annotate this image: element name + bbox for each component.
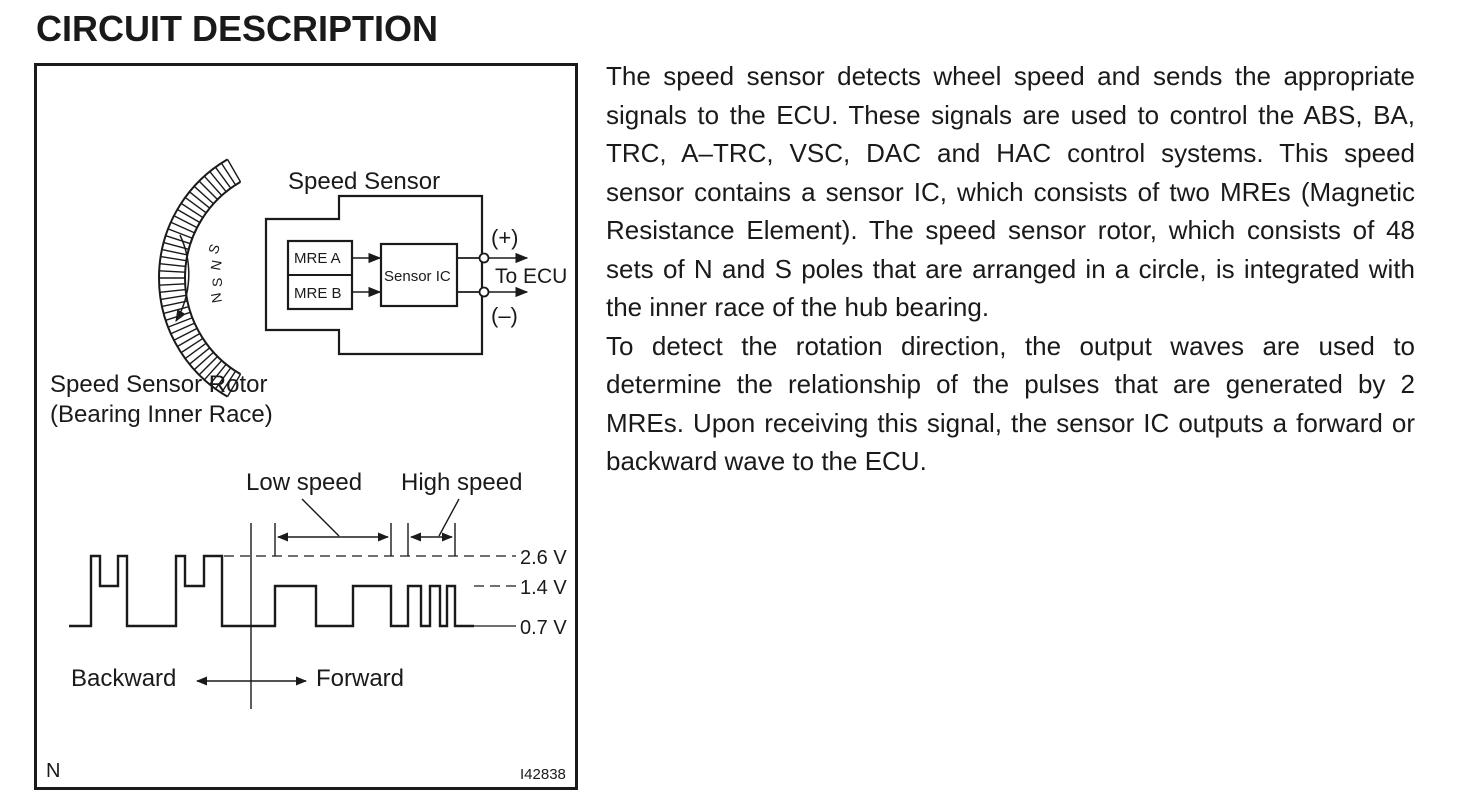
- rotor-tick: [173, 215, 198, 229]
- voltage-high-label: 2.6 V: [520, 547, 567, 569]
- rotor-tick: [226, 373, 242, 397]
- rotor-tick: [165, 234, 191, 245]
- rotor-pole-n2: N: [207, 292, 225, 305]
- rotor-pole-s2: S: [209, 278, 225, 287]
- rotor-tick: [184, 196, 207, 214]
- rotor-tick: [198, 355, 219, 376]
- high-speed-label: High speed: [401, 469, 522, 496]
- rotor-tick: [180, 202, 204, 219]
- minus-label: (–): [491, 303, 518, 328]
- rotor-tick: [189, 191, 211, 209]
- rotor-tick: [180, 337, 204, 354]
- mre-b-label: MRE B: [294, 285, 342, 302]
- rotor-tick: [177, 208, 201, 224]
- rotor-tick: [160, 255, 187, 262]
- rotor-tick: [177, 332, 201, 348]
- speed-sensor-rotor: S N S N: [158, 158, 242, 398]
- rotor-tick: [193, 185, 214, 205]
- sensor-ic-label: Sensor IC: [384, 268, 451, 285]
- rotor-tick: [203, 175, 223, 196]
- sensor-ic-block: [379, 242, 459, 308]
- rotor-tick: [220, 370, 237, 394]
- mre-a-label: MRE A: [294, 250, 341, 267]
- description-paragraph-1: The speed sensor detects wheel speed and…: [606, 61, 1415, 322]
- rotor-pole-n1: N: [207, 259, 225, 272]
- terminal-minus: [478, 286, 490, 298]
- rotor-tick: [214, 166, 232, 189]
- rotor-label-line2: (Bearing Inner Race): [50, 401, 273, 428]
- rotor-tick: [209, 363, 227, 385]
- rotation-arrow-icon: [175, 234, 190, 323]
- rotor-tick: [159, 283, 186, 286]
- speed-sensor-housing: [264, 194, 484, 356]
- rotor-tick: [209, 171, 227, 193]
- to-ecu-label: To ECU: [495, 265, 567, 288]
- rotor-tick: [173, 327, 198, 341]
- circuit-figure: S N S N Speed Sensor Rotor (Bearing Inne…: [34, 63, 578, 790]
- rotor-tick: [159, 288, 186, 294]
- rotor-tick: [167, 228, 193, 239]
- rotor-tick: [198, 180, 219, 201]
- forward-label: Forward: [316, 665, 404, 692]
- figure-id: I42838: [520, 766, 566, 783]
- speed-sensor-label: Speed Sensor: [288, 168, 440, 195]
- plus-label: (+): [491, 225, 519, 250]
- rotor-tick: [163, 306, 189, 315]
- output-waveform: [69, 554, 474, 628]
- rotor-tick: [161, 248, 188, 256]
- low-speed-pointer: [301, 498, 340, 537]
- rotor-tick: [159, 262, 186, 268]
- rotor-tick: [189, 347, 211, 365]
- rotor-tick: [184, 342, 207, 360]
- circuit-diagram: S N S N Speed Sensor Rotor (Bearing Inne…: [34, 63, 578, 790]
- terminal-plus: [478, 252, 490, 264]
- high-speed-pointer: [438, 498, 460, 537]
- rotor-tick: [159, 270, 186, 273]
- rotor-label-line1: Speed Sensor Rotor: [50, 371, 267, 398]
- voltage-low-label: 0.7 V: [520, 617, 567, 639]
- backward-label: Backward: [71, 665, 176, 692]
- figure-frame: [34, 63, 578, 790]
- rotor-tick: [226, 159, 242, 183]
- rotor-tick: [170, 322, 195, 335]
- rotor-tick: [167, 317, 193, 328]
- voltage-mid-label: 1.4 V: [520, 577, 567, 599]
- rotor-tick: [170, 221, 195, 234]
- rotor-pole-s1: S: [205, 242, 223, 256]
- rotor-tick: [160, 294, 187, 301]
- rotor-tick: [220, 162, 237, 186]
- corner-code: N: [46, 760, 60, 782]
- circuit-description-text: The speed sensor detects wheel speed and…: [606, 57, 1415, 481]
- rotor-tick: [214, 367, 232, 390]
- rotor-tick: [161, 300, 188, 308]
- rotor-tick: [193, 351, 214, 371]
- low-speed-label: Low speed: [246, 469, 362, 496]
- page-title: CIRCUIT DESCRIPTION: [36, 8, 439, 49]
- rotor-tick: [203, 360, 223, 381]
- description-paragraph-2: To detect the rotation direction, the ou…: [606, 330, 1415, 477]
